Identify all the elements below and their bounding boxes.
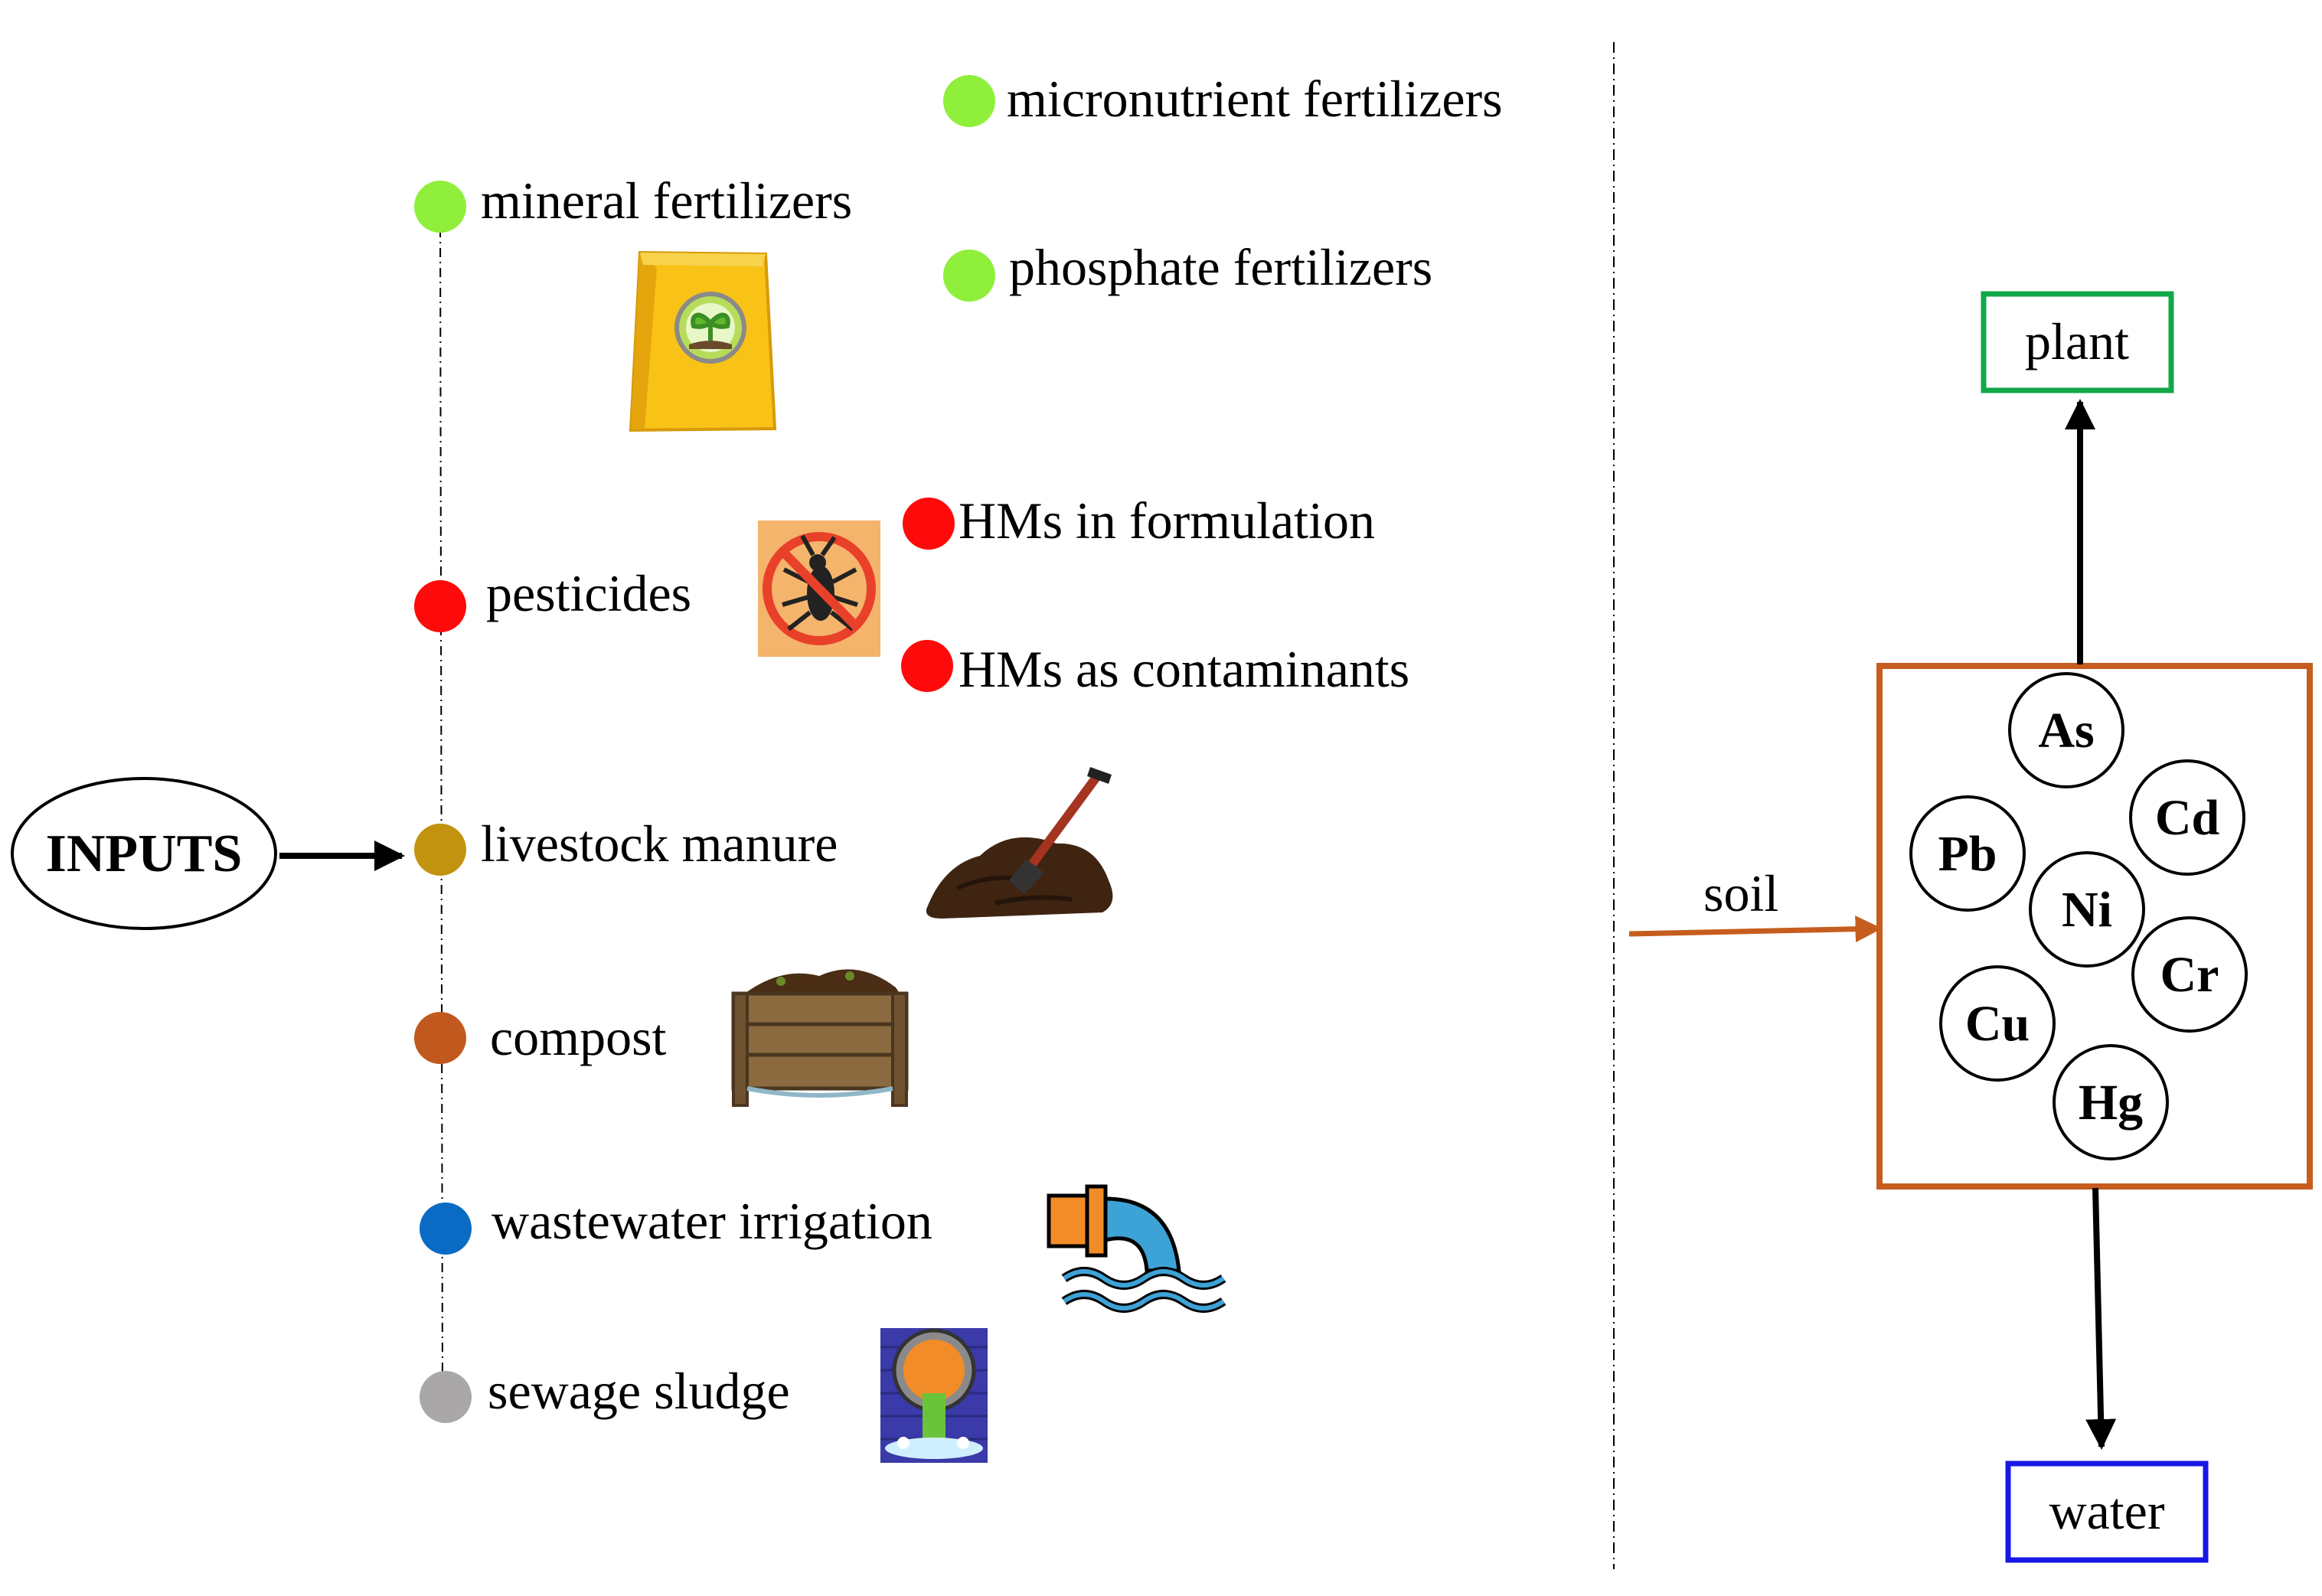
water-box [2005, 1461, 2209, 1563]
pesticides-label: pesticides [486, 564, 691, 622]
mineral-fertilizers-dot [414, 181, 466, 233]
heavy-metal-hg: Hg [2053, 1044, 2169, 1160]
heavy-metal-cd-label: Cd [2155, 790, 2219, 846]
heavy-metal-cd: Cd [2129, 759, 2245, 876]
compost-dot [414, 1012, 466, 1064]
manure-shovel-icon [926, 767, 1113, 919]
phosphate-fertilizers-label: phosphate fertilizers [1009, 238, 1432, 296]
livestock-manure-dot [414, 824, 466, 876]
water-label: water [2049, 1482, 2164, 1540]
pesticides-dot [414, 580, 466, 632]
drain-pipe-icon [1047, 1184, 1226, 1313]
fertilizer-bag-icon [629, 250, 777, 432]
heavy-metal-cr-label: Cr [2160, 947, 2219, 1003]
heavy-metal-hg-label: Hg [2079, 1075, 2143, 1131]
inputs-node: INPUTS [11, 777, 277, 930]
no-insect-icon [758, 521, 880, 657]
sewage-sludge-dot [420, 1371, 472, 1423]
water-arrow [2085, 1187, 2117, 1450]
heavy-metal-cu: Cu [1939, 965, 2056, 1082]
mineral-fertilizers-label: mineral fertilizers [481, 171, 852, 230]
compost-label: compost [490, 1008, 667, 1066]
soil-arrow [1628, 915, 1883, 943]
phosphate-fertilizers-dot [943, 250, 995, 302]
inputs-label: INPUTS [46, 824, 243, 883]
compost-bin-icon [731, 969, 909, 1107]
soil-box [1876, 663, 2313, 1190]
soil-label: soil [1703, 864, 1778, 922]
heavy-metal-cu-label: Cu [1965, 996, 2030, 1052]
heavy-metal-pb-label: Pb [1938, 826, 1997, 882]
plant-label: plant [2025, 312, 2129, 370]
hms-as-contaminants-dot [901, 640, 953, 692]
hms-in-formulation-label: HMs in formulation [959, 491, 1375, 550]
heavy-metal-pb: Pb [1909, 795, 2026, 912]
heavy-metal-ni-label: Ni [2062, 882, 2112, 938]
micronutrient-fertilizers-dot [943, 75, 995, 127]
hms-as-contaminants-label: HMs as contaminants [959, 640, 1409, 698]
micronutrient-fertilizers-label: micronutrient fertilizers [1007, 70, 1503, 128]
sewage-outlet-icon [880, 1328, 988, 1463]
plant-box [1981, 291, 2174, 393]
heavy-metal-as: As [2008, 672, 2124, 788]
heavy-metal-as-label: As [2038, 703, 2094, 759]
heavy-metal-ni: Ni [2029, 851, 2145, 968]
sewage-sludge-label: sewage sludge [488, 1362, 790, 1420]
livestock-manure-label: livestock manure [481, 814, 838, 873]
wastewater-irrigation-label: wastewater irrigation [492, 1192, 932, 1250]
heavy-metal-cr: Cr [2131, 916, 2248, 1033]
wastewater-irrigation-dot [420, 1203, 472, 1255]
hms-in-formulation-dot [903, 498, 955, 550]
